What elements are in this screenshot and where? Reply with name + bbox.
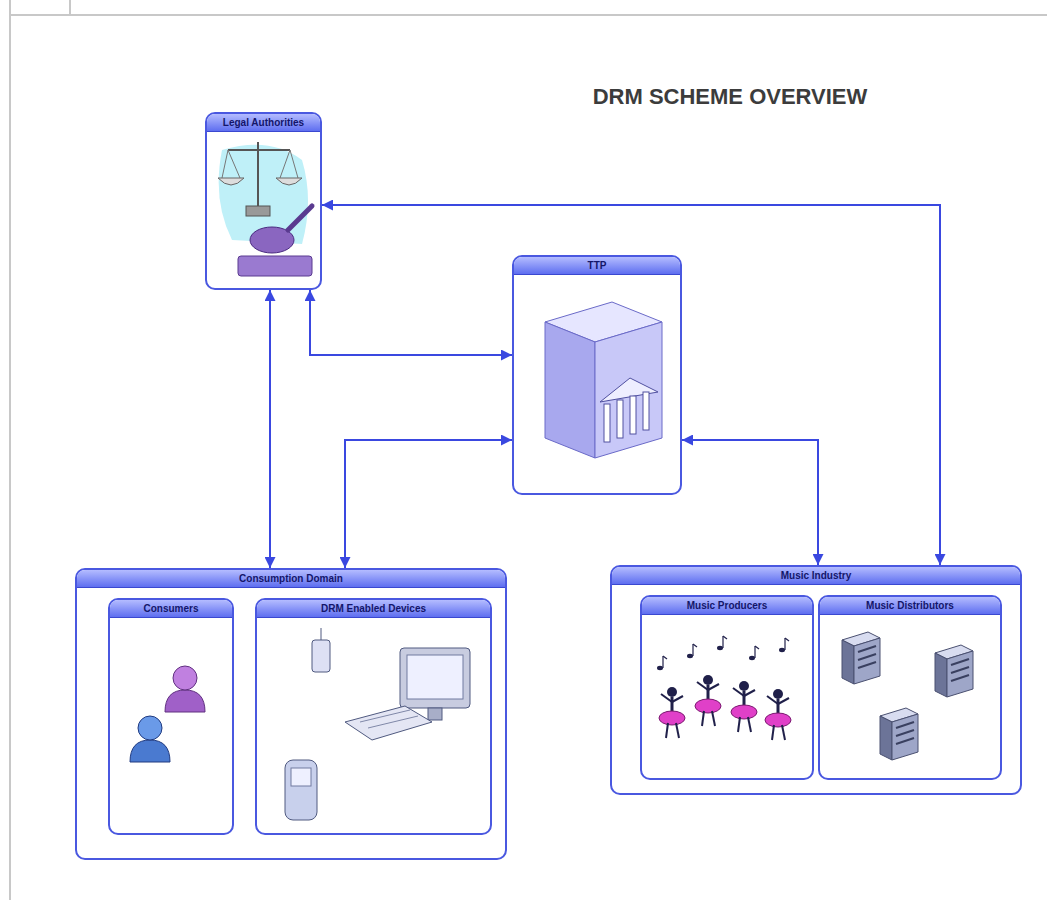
authority-box: Legal Authorities <box>205 112 322 290</box>
connector-arrow <box>682 440 818 565</box>
box-heading: Music Distributors <box>820 597 1000 615</box>
box-heading: Legal Authorities <box>207 114 320 132</box>
domain-box: Consumption DomainConsumers DRM Enabled D… <box>75 568 507 860</box>
box-heading: Consumers <box>110 600 232 618</box>
producer-box: Music Producers <box>640 595 814 780</box>
device-box: DRM Enabled Devices <box>255 598 492 835</box>
connector-arrow <box>310 290 512 355</box>
producers-illustration <box>657 636 791 740</box>
box-heading: Music Industry <box>612 567 1020 585</box>
devices-illustration <box>285 628 470 820</box>
industry-box: Music IndustryMusic Producers Music Distr… <box>610 565 1022 795</box>
bank-building-illustration <box>545 302 662 458</box>
box-heading: TTP <box>514 257 680 275</box>
box-heading: DRM Enabled Devices <box>257 600 490 618</box>
distributor-box: Music Distributors <box>818 595 1002 780</box>
ttp-box: TTP <box>512 255 682 495</box>
connector-arrow <box>345 440 512 568</box>
distributors-illustration <box>842 632 973 760</box>
consumers-illustration <box>130 666 205 762</box>
consumer-box: Consumers <box>108 598 234 835</box>
box-heading: Music Producers <box>642 597 812 615</box>
box-heading: Consumption Domain <box>77 570 505 588</box>
justice-illustration <box>218 142 312 276</box>
connector-arrow <box>269 290 271 568</box>
diagram-title: DRM SCHEME OVERVIEW <box>520 84 940 110</box>
connector-arrow <box>322 205 940 565</box>
